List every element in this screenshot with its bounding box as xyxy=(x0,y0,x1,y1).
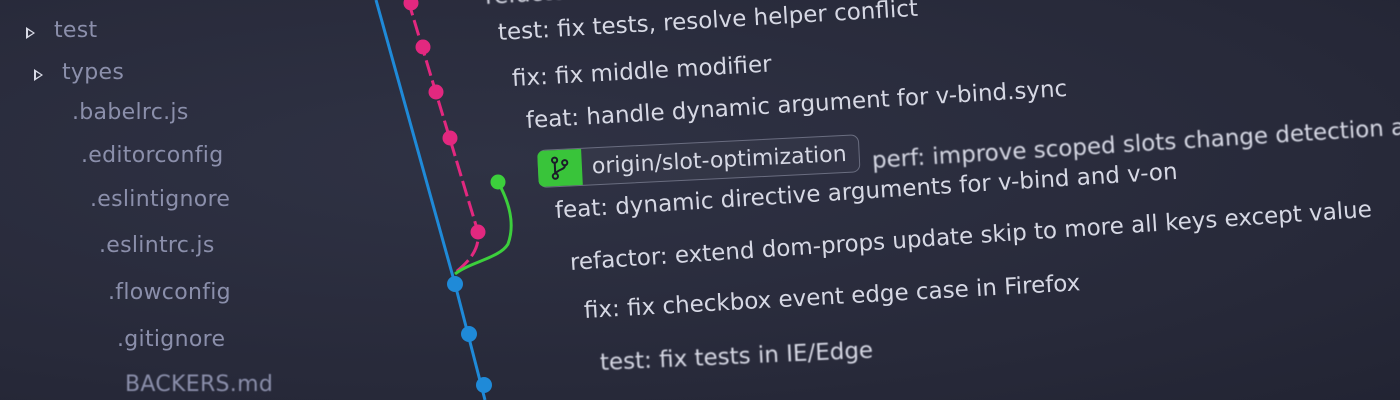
commit-dot[interactable] xyxy=(476,377,492,393)
expand-arrow-icon[interactable] xyxy=(34,69,43,81)
commit-dot[interactable] xyxy=(442,130,458,146)
tree-file[interactable]: .gitignore xyxy=(117,327,226,352)
commit-dot[interactable] xyxy=(461,326,477,342)
tree-folder-test[interactable]: test xyxy=(54,18,98,43)
expand-arrow-icon[interactable] xyxy=(26,27,35,39)
branch-line-slot xyxy=(454,181,513,276)
tree-folder-types[interactable]: types xyxy=(62,60,125,85)
branch-tag[interactable]: origin/slot-optimization xyxy=(537,134,861,188)
branch-tag-label: origin/slot-optimization xyxy=(591,141,848,179)
tree-file[interactable]: .editorconfig xyxy=(81,143,224,168)
tree-file[interactable]: .flowconfig xyxy=(108,280,231,305)
commit-dot[interactable] xyxy=(447,276,463,292)
tree-file[interactable]: .eslintrc.js xyxy=(99,233,215,258)
commit-dot[interactable] xyxy=(428,84,444,100)
commit-dot[interactable] xyxy=(490,174,506,190)
commit-dot[interactable] xyxy=(403,0,419,11)
commit-dot[interactable] xyxy=(415,39,431,55)
tree-file[interactable]: .babelrc.js xyxy=(72,100,189,125)
commit-dot[interactable] xyxy=(470,224,486,240)
git-branch-icon xyxy=(537,148,583,187)
tree-file[interactable]: BACKERS.md xyxy=(125,372,274,397)
tree-file[interactable]: .eslintignore xyxy=(90,187,231,212)
